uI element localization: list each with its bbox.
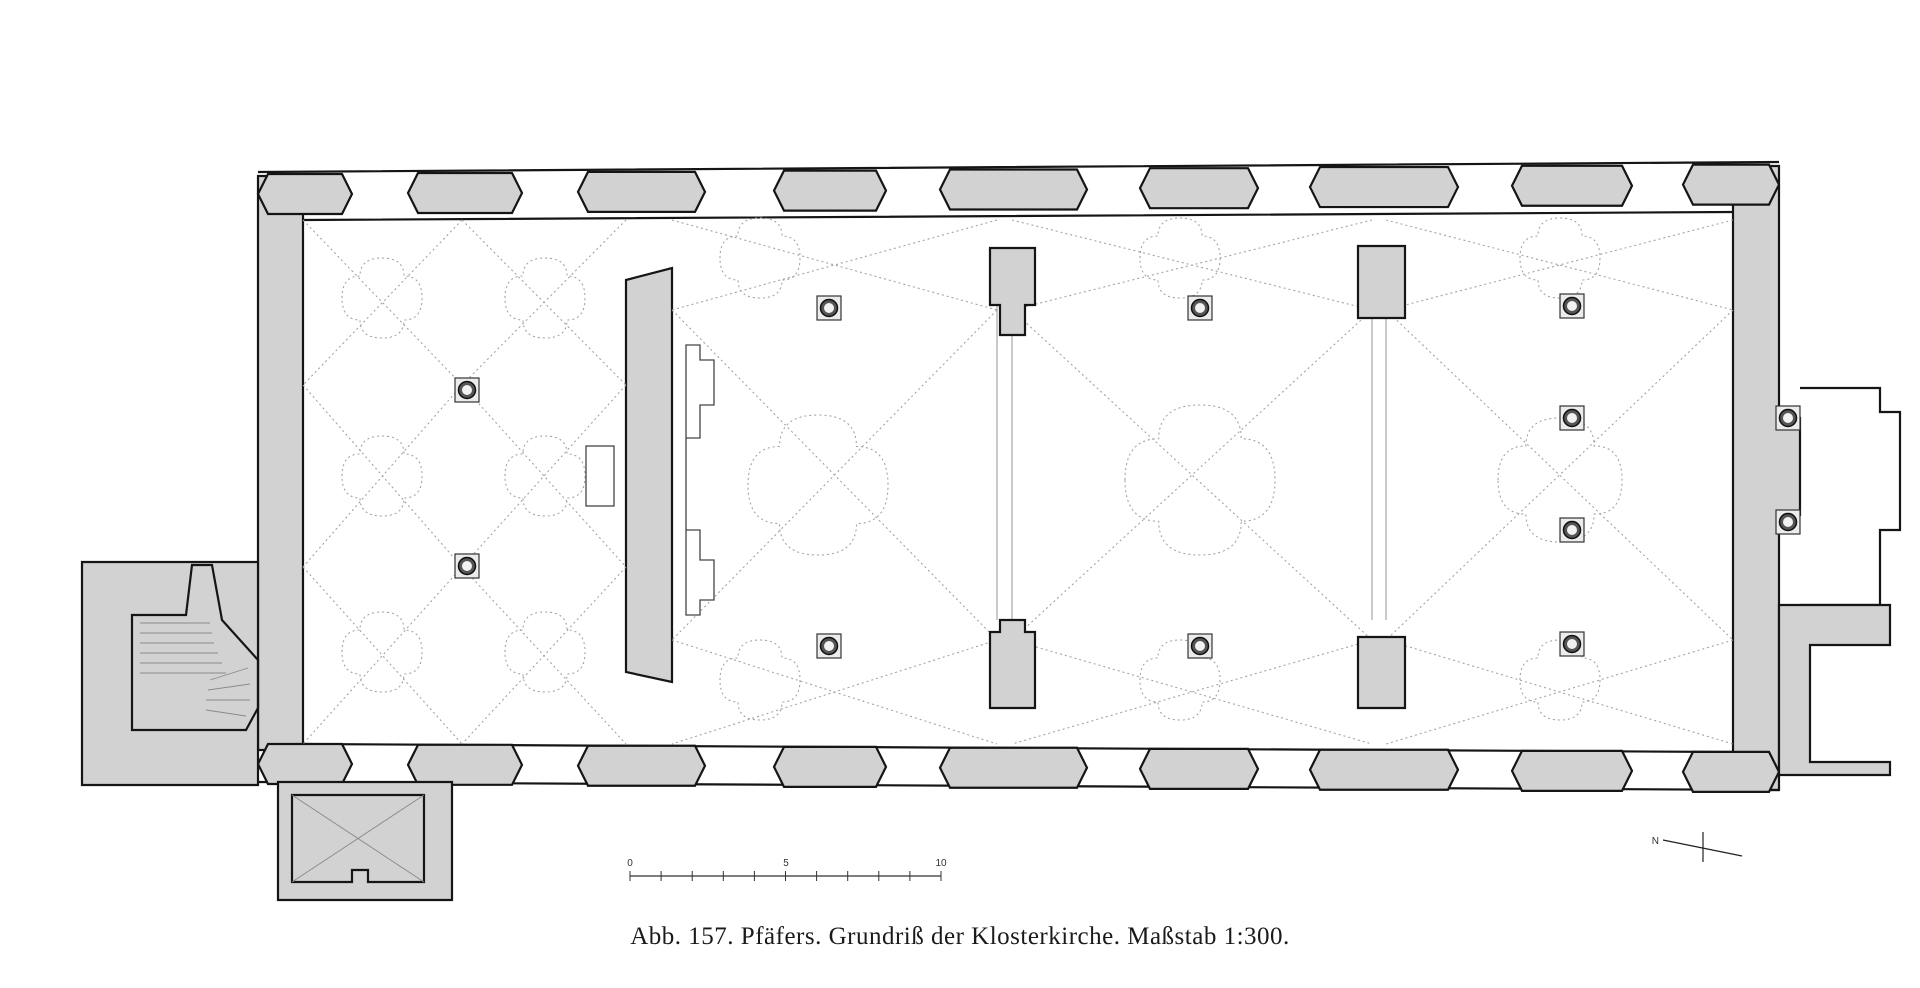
pier-ne	[1356, 244, 1407, 320]
vault-rib	[671, 219, 998, 311]
north-arrow: N	[1652, 832, 1743, 862]
vault-rib	[461, 219, 627, 386]
porch-vault-lines	[291, 794, 425, 883]
vault-rib	[302, 219, 463, 386]
quatrefoil	[341, 257, 423, 339]
vault-rib	[302, 219, 463, 386]
vault-rib	[1011, 309, 1373, 641]
vault-rib	[671, 639, 998, 745]
north-pier-5	[938, 168, 1089, 211]
column-8	[1559, 405, 1585, 431]
dividing-wall	[624, 266, 674, 684]
quatrefoil	[1497, 417, 1623, 543]
quatrefoil	[1519, 639, 1601, 721]
vault-rib	[671, 219, 998, 311]
south-pier-4	[772, 745, 888, 788]
column-1	[454, 377, 480, 403]
column-9	[1559, 517, 1585, 543]
quatrefoil	[719, 639, 801, 721]
north-label: N	[1652, 836, 1659, 847]
north-pier-9	[1681, 163, 1781, 206]
pier-sw	[988, 618, 1037, 710]
column-7	[1559, 293, 1585, 319]
west-wall	[256, 174, 305, 752]
south-pier-5	[938, 746, 1089, 789]
east-annex	[1777, 386, 1902, 777]
vault-rib	[302, 384, 463, 568]
east-annex-outline	[1800, 386, 1902, 607]
scale-label-0: 0	[627, 858, 633, 869]
north-pier-3	[576, 170, 707, 213]
porch-walls	[276, 780, 454, 902]
column-12	[1775, 509, 1801, 535]
altar-table	[585, 445, 615, 507]
porch-interior	[290, 793, 426, 884]
vault-rib	[461, 384, 627, 568]
quatrefoil	[341, 435, 423, 517]
quatrefoil	[504, 257, 586, 339]
vault-diagonals	[302, 219, 1734, 745]
transverse-arches	[996, 250, 1387, 620]
quatrefoil	[1139, 639, 1221, 721]
north-pier-4	[772, 169, 888, 212]
north-pier-7	[1308, 165, 1460, 209]
stair-tower	[80, 560, 260, 787]
north-pier-6	[1138, 167, 1260, 210]
south-porch	[276, 780, 454, 902]
east-annex-wall	[1777, 603, 1892, 777]
stair-tower-interior	[130, 563, 260, 732]
quatrefoil	[719, 217, 801, 299]
north-pier-1	[256, 172, 354, 216]
south-pier-8	[1510, 749, 1634, 792]
vault-rib	[1011, 309, 1373, 641]
vault-rib	[1011, 219, 1373, 311]
south-pier-3	[576, 744, 707, 787]
column-4	[816, 633, 842, 659]
south-wall-piers	[256, 742, 1781, 793]
north-pier-2	[406, 171, 524, 215]
vault-rib	[461, 384, 627, 568]
quatrefoil	[504, 435, 586, 517]
figure-caption: Abb. 157. Pfäfers. Grundriß der Klosterk…	[630, 923, 1290, 950]
vault-rib	[1385, 639, 1734, 745]
stair-treads	[140, 622, 251, 717]
south-pier-1	[256, 742, 354, 786]
column-3	[816, 295, 842, 321]
pier-se	[1356, 635, 1407, 710]
column-6	[1187, 633, 1213, 659]
altar-platform	[685, 344, 715, 616]
vault-rib	[461, 566, 627, 745]
south-pier-2	[406, 743, 524, 786]
scale-bar: 0 5 10	[627, 858, 947, 881]
north-pier-8	[1510, 164, 1634, 207]
vault-rib	[671, 309, 998, 641]
vault-quatrefoils	[341, 217, 1623, 721]
outer-walls	[256, 160, 1802, 792]
scale-label-5: 5	[783, 858, 789, 869]
north-wall-piers	[256, 163, 1781, 216]
south-pier-9	[1681, 750, 1781, 793]
column-11	[1775, 405, 1801, 431]
scale-label-10: 10	[935, 858, 947, 869]
south-pier-6	[1138, 747, 1260, 790]
quatrefoil	[1124, 404, 1276, 556]
north-wall-line	[257, 160, 1780, 222]
south-pier-7	[1308, 748, 1460, 791]
quatrefoil	[504, 611, 586, 693]
quatrefoil	[1519, 217, 1601, 299]
column-5	[1187, 295, 1213, 321]
scale-ticks	[629, 871, 942, 881]
chancel-piers	[988, 244, 1407, 710]
column-10	[1559, 631, 1585, 657]
quatrefoil	[1139, 217, 1221, 299]
quatrefoil	[747, 414, 889, 556]
columns	[454, 293, 1801, 659]
quatrefoil	[341, 611, 423, 693]
altar-steps	[585, 344, 715, 616]
column-2	[454, 553, 480, 579]
pier-nw	[988, 246, 1037, 337]
